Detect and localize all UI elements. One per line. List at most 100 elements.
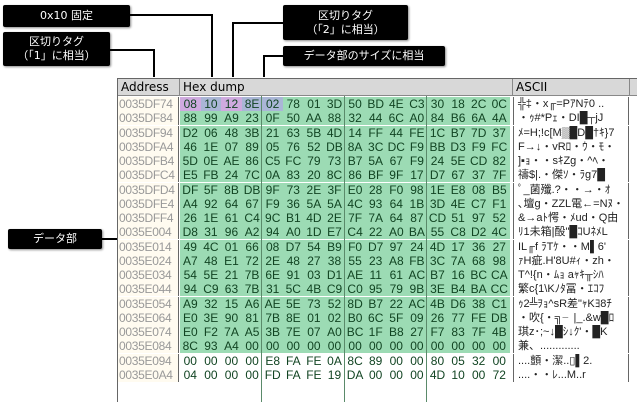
hex-byte[interactable]: 3B — [262, 325, 283, 339]
hex-byte[interactable]: 07 — [221, 139, 242, 154]
hex-byte[interactable]: 93 — [200, 339, 222, 354]
hex-byte[interactable]: FB — [200, 168, 222, 183]
hex-byte[interactable]: 00 — [283, 339, 304, 354]
hex-byte[interactable]: 2C — [468, 97, 489, 111]
hex-byte[interactable]: F9 — [468, 139, 489, 154]
hex-byte[interactable]: 9B — [406, 282, 428, 297]
hex-byte[interactable]: 73 — [283, 182, 304, 197]
hex-byte[interactable]: 24 — [221, 168, 242, 183]
hex-byte[interactable]: 08 — [180, 97, 201, 111]
hex-byte[interactable]: 4D — [324, 125, 345, 140]
hex-byte[interactable]: BD — [365, 97, 386, 111]
hex-byte[interactable]: 26 — [180, 211, 201, 225]
hex-byte[interactable]: 31 — [200, 225, 222, 240]
hex-byte[interactable]: 1C — [427, 125, 448, 140]
hex-byte[interactable]: 99 — [200, 111, 222, 126]
hex-byte[interactable]: 94 — [180, 282, 201, 297]
hex-byte[interactable]: 4C — [344, 196, 366, 211]
hex-byte[interactable]: 3C — [365, 139, 386, 154]
hex-byte[interactable]: B0 — [344, 310, 366, 325]
hex-byte[interactable]: 24 — [427, 154, 448, 168]
hex-byte[interactable]: 5C — [283, 282, 304, 297]
hex-byte[interactable]: 26 — [427, 310, 448, 325]
hex-byte[interactable]: 98 — [406, 182, 428, 197]
hex-byte[interactable]: 22 — [386, 296, 407, 311]
hex-byte[interactable]: 90 — [221, 310, 242, 325]
hex-byte[interactable]: E8 — [262, 353, 283, 368]
hex-byte[interactable]: DC — [386, 139, 407, 154]
hex-byte[interactable]: 15 — [221, 296, 242, 311]
hex-byte[interactable]: DA — [344, 367, 366, 382]
hex-byte[interactable]: 09 — [406, 310, 428, 325]
hex-byte[interactable]: 17 — [447, 239, 469, 254]
hex-byte[interactable]: FE — [468, 310, 489, 325]
hex-byte[interactable]: 64 — [221, 196, 242, 211]
hex-byte[interactable]: 80 — [427, 353, 448, 368]
row-address[interactable]: 0035DFF4 — [118, 211, 179, 225]
hex-byte[interactable]: 84 — [427, 111, 448, 126]
hex-byte[interactable]: 67 — [386, 154, 407, 168]
row-address[interactable]: 0035E054 — [118, 296, 179, 311]
hex-byte[interactable]: 05 — [447, 353, 469, 368]
hex-byte[interactable]: 79 — [386, 282, 407, 297]
hex-byte[interactable]: 8E — [283, 310, 304, 325]
hex-byte[interactable]: D8 — [180, 225, 201, 240]
hex-byte[interactable]: 08 — [468, 182, 489, 197]
hex-byte[interactable]: C8 — [447, 225, 469, 240]
hex-byte[interactable]: 1D — [303, 225, 325, 240]
hex-byte[interactable]: 22 — [365, 225, 386, 240]
row-ascii[interactable]: ﾒ=H;!c[M▒█D█†ｷ}7 — [513, 125, 629, 140]
hex-byte[interactable]: 7D — [468, 125, 489, 140]
hex-byte[interactable]: 87 — [406, 211, 428, 225]
hex-byte[interactable]: B8 — [386, 325, 407, 339]
hex-byte[interactable]: CA — [489, 268, 510, 282]
hex-byte[interactable]: B1 — [283, 211, 304, 225]
hex-byte[interactable]: 5E — [283, 296, 304, 311]
hex-byte[interactable]: 7B — [241, 268, 263, 282]
hex-byte[interactable]: 1E — [200, 139, 222, 154]
hex-byte[interactable]: DB — [489, 310, 510, 325]
hex-byte[interactable]: 00 — [468, 339, 489, 354]
hex-byte[interactable]: 50 — [283, 111, 304, 126]
hex-byte[interactable]: BA — [468, 282, 489, 297]
hex-byte[interactable]: 61 — [221, 211, 242, 225]
hex-byte[interactable]: 98 — [489, 253, 510, 268]
hex-byte[interactable]: D7 — [427, 168, 448, 183]
hex-byte[interactable]: 2E — [303, 182, 325, 197]
hex-byte[interactable]: 73 — [324, 154, 345, 168]
hex-byte[interactable]: 00 — [386, 353, 407, 368]
hex-byte[interactable]: 9F — [386, 168, 407, 183]
hex-byte[interactable]: D7 — [365, 239, 386, 254]
hex-byte[interactable]: 02 — [262, 97, 283, 111]
hex-byte[interactable]: B4 — [447, 282, 469, 297]
hex-byte[interactable]: B7 — [447, 125, 469, 140]
row-ascii[interactable]: ・吹{・╗╴|_.&w█ﾛ — [513, 310, 629, 325]
hex-byte[interactable]: FA — [283, 367, 304, 382]
row-ascii[interactable]: 禱$|.・傑ｿ・ﾗg7█ — [513, 168, 629, 183]
hex-byte[interactable]: 0E — [200, 154, 222, 168]
hex-byte[interactable]: D7 — [283, 239, 304, 254]
hex-byte[interactable]: 66 — [241, 239, 263, 254]
hex-byte[interactable]: 9C — [262, 211, 283, 225]
row-ascii[interactable]: ・ｩ#*Pｪ・DI█┬jJ — [513, 111, 629, 126]
hex-byte[interactable]: 3B — [241, 125, 263, 140]
row-address[interactable]: 0035DF94 — [118, 125, 179, 140]
hex-byte[interactable]: 8B — [221, 182, 242, 197]
row-address[interactable]: 0035DFC4 — [118, 168, 179, 183]
row-ascii[interactable]: T^!{n・ﾑｮ aｬｷ╥ｼﾊ — [513, 268, 629, 282]
hex-byte[interactable]: 01 — [303, 310, 325, 325]
hex-byte[interactable]: A4 — [221, 339, 242, 354]
hex-byte[interactable]: 05 — [262, 139, 283, 154]
hex-byte[interactable]: F9 — [406, 139, 428, 154]
hex-byte[interactable]: AA — [303, 111, 325, 126]
row-address[interactable]: 0035E0A4 — [118, 367, 179, 382]
hex-byte[interactable]: 8E — [241, 97, 263, 111]
hex-byte[interactable]: F0 — [386, 182, 407, 197]
hex-byte[interactable]: 96 — [221, 225, 242, 240]
hex-byte[interactable]: FF — [365, 125, 386, 140]
hex-byte[interactable]: D1 — [324, 268, 345, 282]
hex-byte[interactable]: 68 — [468, 253, 489, 268]
hex-byte[interactable]: B6 — [447, 111, 469, 126]
hex-byte[interactable]: DB — [324, 139, 345, 154]
hex-byte[interactable]: DF — [180, 182, 201, 197]
